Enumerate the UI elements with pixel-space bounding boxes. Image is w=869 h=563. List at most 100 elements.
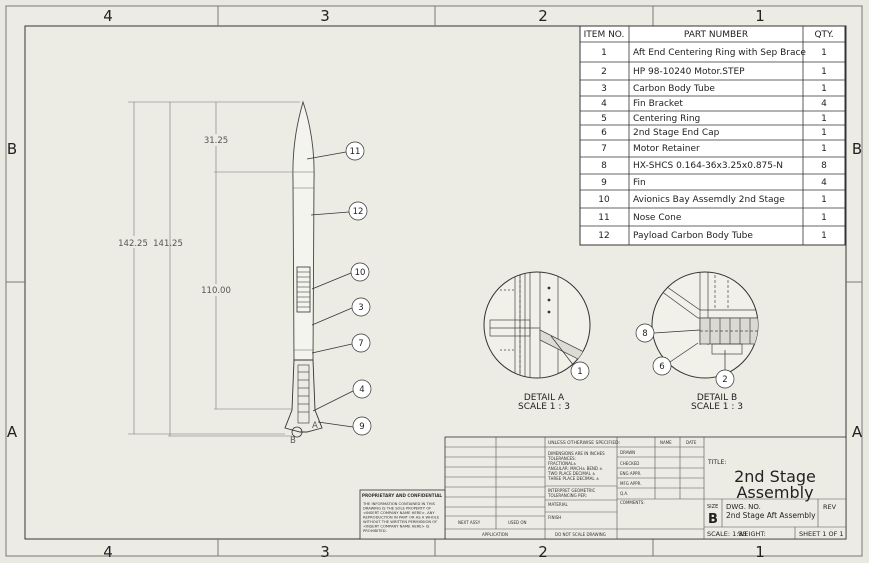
balloon-7 (351, 333, 371, 353)
balloon-12-label: 12 (353, 207, 364, 217)
tb-tol-2: FRACTIONAL± (548, 461, 576, 466)
bom-qty: 1 (821, 114, 827, 124)
tb-comments: COMMENTS: (620, 500, 645, 505)
proprietary-box (359, 489, 446, 540)
tb-tol-0: DIMENSIONS ARE IN INCHES (548, 451, 605, 456)
bom-header-part: PART NUMBER (684, 30, 748, 40)
detail-a-geometry (489, 272, 590, 378)
tb-title-line-2: Assembly (736, 483, 813, 502)
fin-can-internals (297, 364, 310, 424)
dim-text-gap-b (196, 284, 236, 296)
tb-unless: UNLESS OTHERWISE SPECIFIED: (548, 440, 620, 446)
balloon-11 (345, 141, 365, 161)
zone-col-3-bottom: 3 (320, 543, 330, 561)
tb-dwg-no: 2nd Stage Aft Assembly (726, 511, 816, 520)
tb-application: APPLICATION (482, 532, 508, 537)
bom-part-number: Fin (633, 178, 646, 188)
bom-item-no: 11 (598, 213, 609, 223)
zone-col-3-top: 3 (320, 7, 330, 25)
bom-part-number: Payload Carbon Body Tube (633, 231, 753, 241)
bom-part-number: Centering Ring (633, 114, 700, 124)
tb-title-line-1: 2nd Stage (734, 467, 816, 486)
bom-item-no: 8 (601, 161, 607, 171)
tb-prop-lines: THE INFORMATION CONTAINED IN THIS DRAWIN… (362, 502, 440, 533)
tb-dwg-label: DWG. NO. (726, 503, 761, 511)
bom-header-item: ITEM NO. (584, 30, 625, 40)
rocket-balloons (306, 141, 372, 436)
bom-frame (579, 25, 846, 246)
balloon-8-label: 8 (642, 329, 647, 339)
balloon-3 (351, 297, 371, 317)
tb-tol-3: ANGULAR: MACH± BEND ± (548, 466, 603, 471)
bom-item-no: 2 (601, 67, 607, 77)
tb-tol-5: THREE PLACE DECIMAL ± (547, 476, 599, 481)
tb-prop-line-6: PROHIBITED. (363, 529, 387, 533)
balloon-1 (570, 361, 590, 381)
tb-prop-line-3: REPRODUCTION IN PART OR AS A WHOLE (363, 516, 440, 520)
bom-part-number: HX-SHCS 0.164-36x3.25x0.875-N (633, 161, 783, 171)
bill-of-materials: ITEM NO. PART NUMBER QTY. 1 Aft End Cente… (579, 25, 846, 246)
tb-interp-1: TOLERANCING PER: (547, 493, 587, 498)
bom-header-qty: QTY. (814, 30, 833, 40)
detail-a-leader (550, 335, 575, 367)
balloon-2-label: 2 (722, 375, 727, 385)
rocket-body-outline (292, 100, 315, 361)
detail-a-title: DETAIL A (524, 393, 565, 403)
balloon-7-label: 7 (358, 339, 363, 349)
balloon-6-label: 6 (659, 362, 664, 372)
bom-qty: 1 (821, 231, 827, 241)
tb-eng-appr: ENG APPR. (620, 471, 641, 476)
balloon-6 (652, 356, 672, 376)
balloon-2 (715, 369, 735, 389)
bom-item-no: 4 (601, 99, 607, 109)
zone-col-4-top: 4 (103, 7, 113, 25)
tb-tol-1: TOLERANCES: (547, 456, 576, 461)
zone-row-a-left: A (7, 423, 18, 441)
bom-part-number: Aft End Centering Ring with Sep Brace (633, 48, 806, 58)
rocket-side-view: B A (284, 100, 323, 446)
bom-item-no: 3 (601, 84, 607, 94)
bom-qty: 1 (821, 84, 827, 94)
tb-do-not-scale: DO NOT SCALE DRAWING (555, 532, 606, 537)
title-block-grid (445, 437, 846, 539)
balloon-10 (350, 262, 370, 282)
dim-text-gap-a (112, 236, 156, 248)
zone-row-b-right: B (852, 140, 862, 158)
bom-grid (580, 26, 845, 245)
zone-col-4-bottom: 4 (103, 543, 113, 561)
zone-col-2-bottom: 2 (538, 543, 548, 561)
bom-item-no: 9 (601, 178, 607, 188)
bom-item-no: 1 (601, 48, 607, 58)
zone-row-b-left: B (7, 140, 17, 158)
bom-part-number: HP 98-10240 Motor.STEP (633, 67, 745, 77)
detail-b-callout-circle (291, 426, 303, 438)
view-callout-b: B (290, 436, 296, 446)
bom-part-number: Motor Retainer (633, 144, 700, 154)
balloon-4 (352, 379, 372, 399)
bom-item-no: 5 (601, 114, 607, 124)
tb-size: B (708, 512, 718, 527)
detail-b-title: DETAIL B (697, 393, 737, 403)
dim-142-25: 142.25 (118, 239, 148, 249)
bom-part-number: Avionics Bay Assemdly 2nd Stage (633, 195, 785, 205)
balloon-9 (352, 416, 372, 436)
bom-qty: 1 (821, 67, 827, 77)
tb-used-on: USED ON (508, 520, 527, 525)
view-callout-a: A (312, 421, 318, 431)
dim-110-00: 110.00 (201, 286, 231, 296)
balloon-11-label: 11 (350, 147, 361, 157)
balloon-10-label: 10 (355, 268, 366, 278)
bom-item-no: 12 (598, 231, 609, 241)
tb-mfg-appr: MFG APPR. (620, 481, 642, 486)
tb-weight: WEIGHT: (738, 530, 766, 538)
bom-qty: 1 (821, 144, 827, 154)
detail-b-leader-8 (653, 329, 701, 334)
detail-b-leader-6 (669, 342, 699, 363)
tb-prop-line-2: <INSERT COMPANY NAME HERE>. ANY (363, 511, 435, 515)
avionics-bay (296, 266, 311, 313)
tb-date: DATE (686, 440, 697, 445)
bom-qty: 1 (821, 195, 827, 205)
